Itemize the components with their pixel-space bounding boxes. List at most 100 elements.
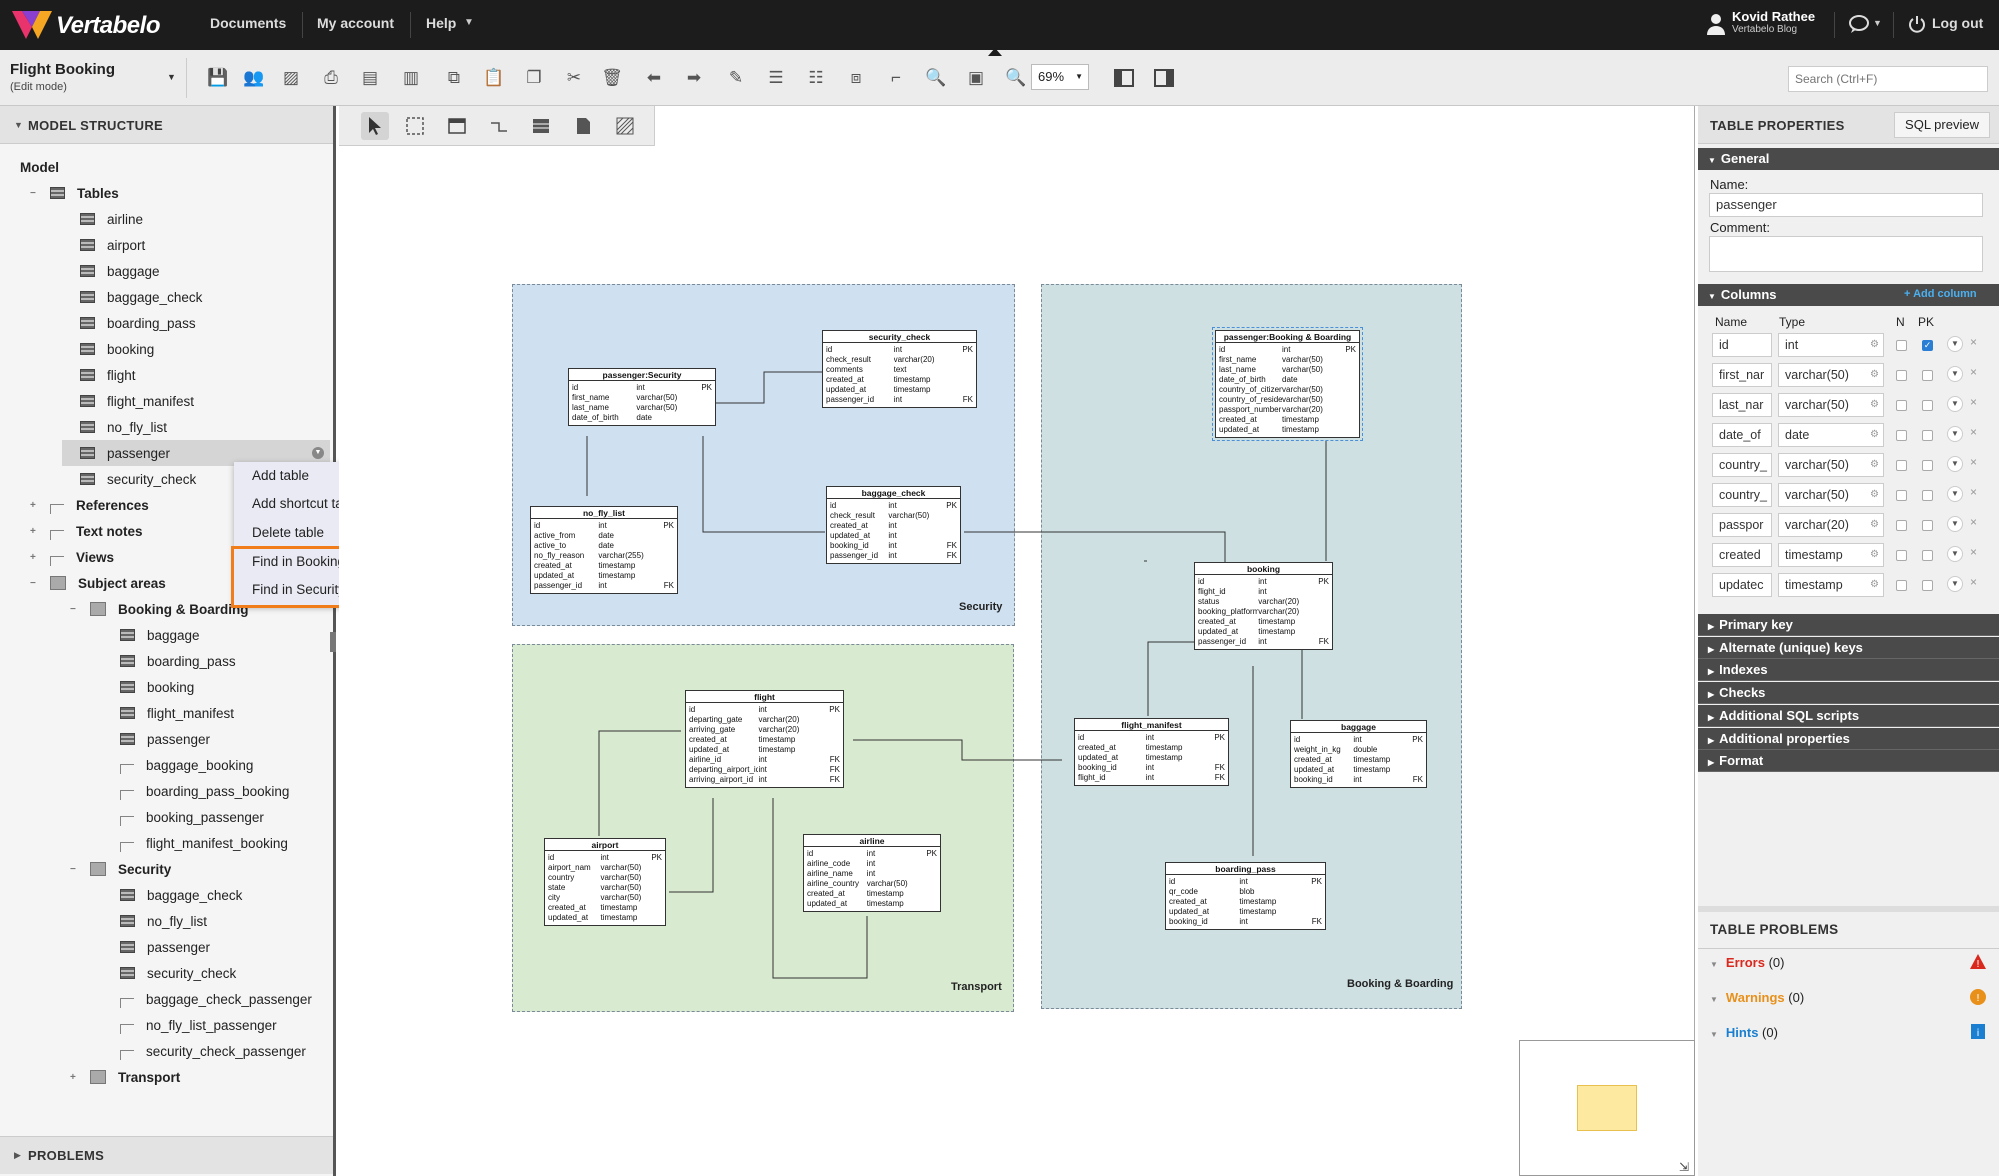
pk-checkbox[interactable] — [1922, 430, 1933, 441]
pk-checkbox[interactable]: ✓ — [1922, 340, 1933, 351]
delete-icon[interactable]: 🗑 — [601, 68, 623, 87]
tree-bb-flight_manifest[interactable]: flight_manifest — [120, 700, 234, 726]
tree-area-booking-boarding[interactable]: −Booking & Boarding — [70, 596, 249, 622]
settings-icon[interactable]: ⚙ — [1870, 519, 1879, 530]
tree-sec-baggage_check[interactable]: baggage_check — [120, 882, 242, 908]
nullable-checkbox[interactable] — [1896, 580, 1907, 591]
select-tool-icon[interactable] — [361, 112, 389, 140]
column-name-input[interactable]: created — [1712, 543, 1772, 567]
tree-bb-passenger[interactable]: passenger — [120, 726, 210, 752]
settings-icon[interactable]: ⚙ — [1870, 579, 1879, 590]
settings-icon[interactable]: ⚙ — [1870, 549, 1879, 560]
pk-checkbox[interactable] — [1922, 520, 1933, 531]
column-type-select[interactable]: varchar(50)⚙ — [1778, 363, 1884, 387]
tree-views[interactable]: +Views — [30, 544, 114, 570]
tree-table-baggage[interactable]: baggage — [80, 258, 160, 284]
column-name-input[interactable]: updatec — [1712, 573, 1772, 597]
tree-table-airline[interactable]: airline — [80, 206, 143, 232]
print-icon[interactable]: ⎙ — [324, 68, 338, 87]
column-menu-icon[interactable]: ▼ — [1947, 336, 1963, 352]
marquee-tool-icon[interactable] — [401, 112, 429, 140]
column-name-input[interactable]: id — [1712, 333, 1772, 357]
column-type-select[interactable]: varchar(20)⚙ — [1778, 513, 1884, 537]
settings-icon[interactable]: ⚙ — [1870, 369, 1879, 380]
expand-icon[interactable]: + — [70, 1071, 76, 1083]
panel-divider[interactable] — [1698, 906, 1999, 912]
brand-name[interactable]: Vertabelo — [56, 12, 160, 39]
tree-area-transport[interactable]: +Transport — [70, 1064, 180, 1090]
collapse-icon[interactable]: − — [70, 863, 76, 875]
column-type-select[interactable]: timestamp⚙ — [1778, 573, 1884, 597]
settings-icon[interactable]: ⚙ — [1870, 399, 1879, 410]
nullable-checkbox[interactable] — [1896, 490, 1907, 501]
nullable-checkbox[interactable] — [1896, 430, 1907, 441]
distribute-icon[interactable]: ☷ — [808, 68, 824, 87]
add-note-tool-icon[interactable] — [569, 112, 597, 140]
column-type-select[interactable]: varchar(50)⚙ — [1778, 483, 1884, 507]
section-additional-sql-scripts[interactable]: ▶Additional SQL scripts — [1698, 704, 1999, 727]
route-icon[interactable]: ⌐ — [891, 68, 901, 87]
section-general[interactable]: ▼General — [1698, 148, 1999, 170]
logout-link[interactable]: Log out — [1932, 15, 1984, 31]
menu-item-delete-table[interactable]: Delete table — [252, 525, 325, 540]
cut-icon[interactable]: ✂ — [566, 68, 582, 87]
tree-bb-baggage[interactable]: baggage — [120, 622, 200, 648]
settings-icon[interactable]: ⚙ — [1870, 459, 1879, 470]
chat-icon[interactable] — [1848, 14, 1870, 34]
column-type-select[interactable]: timestamp⚙ — [1778, 543, 1884, 567]
tree-references[interactable]: +References — [30, 492, 149, 518]
tree-table-airport[interactable]: airport — [80, 232, 145, 258]
tree-table-flight_manifest[interactable]: flight_manifest — [80, 388, 194, 414]
diagram-canvas[interactable]: Security Transport Booking & Boarding se… — [339, 106, 1695, 1176]
power-icon[interactable] — [1908, 15, 1926, 33]
tree-sec-ref-baggage_check_passenger[interactable]: baggage_check_passenger — [120, 986, 312, 1012]
collapse-icon[interactable]: − — [30, 187, 36, 199]
tree-table-flight[interactable]: flight — [80, 362, 136, 388]
add-column-link[interactable]: + Add column — [1904, 288, 1977, 300]
column-menu-icon[interactable]: ▼ — [1947, 516, 1963, 532]
nullable-checkbox[interactable] — [1896, 520, 1907, 531]
column-menu-icon[interactable]: ▼ — [1947, 426, 1963, 442]
nav-my-account[interactable]: My account — [317, 15, 395, 31]
tree-area-security[interactable]: −Security — [70, 856, 171, 882]
subject-area-transport[interactable] — [512, 644, 1014, 1012]
users-icon[interactable]: 👥 — [243, 68, 265, 87]
expand-icon[interactable]: + — [30, 525, 36, 537]
expand-icon[interactable]: + — [30, 499, 36, 511]
tree-sec-ref-security_check_passenger[interactable]: security_check_passenger — [120, 1038, 306, 1064]
remove-column-icon[interactable]: × — [1970, 425, 1978, 439]
tree-bb-ref-boarding_pass_booking[interactable]: boarding_pass_booking — [120, 778, 289, 804]
warnings-row[interactable]: ▼Warnings (0) — [1710, 990, 1804, 1005]
chevron-down-icon[interactable]: ▼ — [14, 120, 23, 130]
problems-panel-header[interactable] — [0, 1136, 333, 1174]
column-type-select[interactable]: int⚙ — [1778, 333, 1884, 357]
remove-column-icon[interactable]: × — [1970, 395, 1978, 409]
remove-column-icon[interactable]: × — [1970, 455, 1978, 469]
menu-item-add-shortcut-table[interactable]: Add shortcut table — [252, 496, 361, 511]
remove-column-icon[interactable]: × — [1970, 365, 1978, 379]
copy-icon[interactable]: ⧉ — [447, 68, 461, 87]
tree-bb-ref-booking_passenger[interactable]: booking_passenger — [120, 804, 264, 830]
pk-checkbox[interactable] — [1922, 580, 1933, 591]
add-area-tool-icon[interactable] — [611, 112, 639, 140]
errors-row[interactable]: ▼Errors (0) — [1710, 955, 1784, 970]
nullable-checkbox[interactable] — [1896, 550, 1907, 561]
column-menu-icon[interactable]: ▼ — [1947, 576, 1963, 592]
tree-bb-boarding_pass[interactable]: boarding_pass — [120, 648, 236, 674]
tree-table-baggage_check[interactable]: baggage_check — [80, 284, 202, 310]
remove-column-icon[interactable]: × — [1970, 485, 1978, 499]
edit-icon[interactable]: ✎ — [728, 68, 744, 87]
options-icon[interactable]: ▼ — [312, 447, 324, 459]
section-columns[interactable]: ▼Columns — [1698, 284, 1999, 306]
settings-icon[interactable]: ⚙ — [1870, 429, 1879, 440]
name-input[interactable]: passenger — [1709, 193, 1983, 217]
tree-table-no_fly_list[interactable]: no_fly_list — [80, 414, 167, 440]
comment-textarea[interactable] — [1709, 236, 1983, 272]
pk-checkbox[interactable] — [1922, 370, 1933, 381]
tree-bb-booking[interactable]: booking — [120, 674, 194, 700]
